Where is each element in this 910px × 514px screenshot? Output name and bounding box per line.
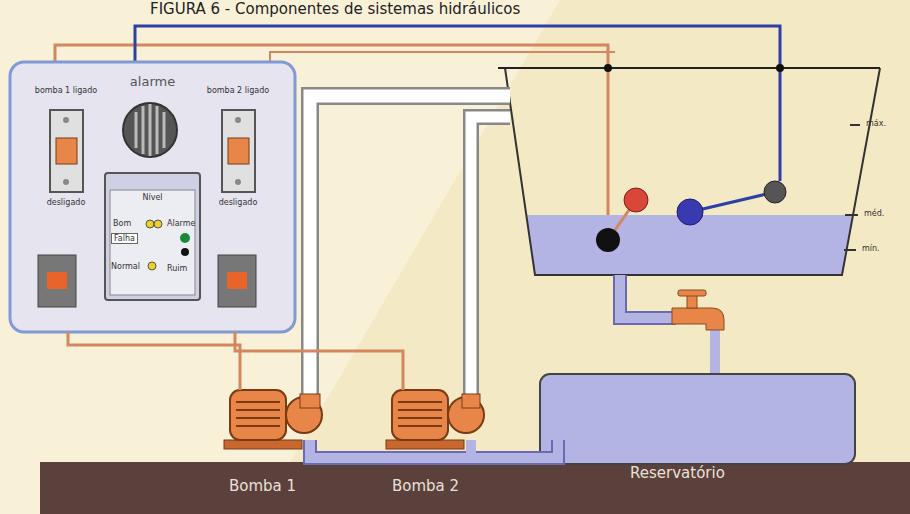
pump-label: Bomba 2 [392, 477, 459, 495]
pump-label: Bomba 1 [229, 477, 296, 495]
switch-label: desligado [204, 198, 272, 207]
status-display: NívelBom AlarmeFalhaNormal Ruim [105, 173, 200, 300]
figure-title: FIGURA 6 - Componentes de sistemas hidrá… [150, 0, 520, 18]
status-label: Bom [113, 219, 131, 228]
status-label: Falha [111, 233, 138, 244]
level-mark: mín. [862, 244, 880, 253]
switch-label: desligado [32, 198, 100, 207]
status-label: Ruim [167, 264, 187, 273]
pump-node: Bomba 2 [378, 380, 473, 505]
switch-label: bomba 1 ligado [32, 86, 100, 95]
level-mark: máx. [866, 119, 886, 128]
display-heading: Nível [142, 193, 162, 202]
status-label: Normal [111, 262, 140, 271]
control-wire [235, 332, 403, 390]
control-panel: alarmeNívelBom AlarmeFalhaNormal Ruim [10, 62, 295, 332]
status-label: Alarme [167, 219, 195, 228]
reservoir-label: Reservatório [630, 464, 725, 482]
reservoir: Reservatório [535, 372, 860, 502]
alarm-label: alarme [130, 74, 175, 89]
switch-label: bomba 2 ligado [204, 86, 272, 95]
pump-node: Bomba 1 [215, 380, 310, 505]
level-mark: méd. [864, 209, 884, 218]
control-wire [68, 332, 240, 390]
